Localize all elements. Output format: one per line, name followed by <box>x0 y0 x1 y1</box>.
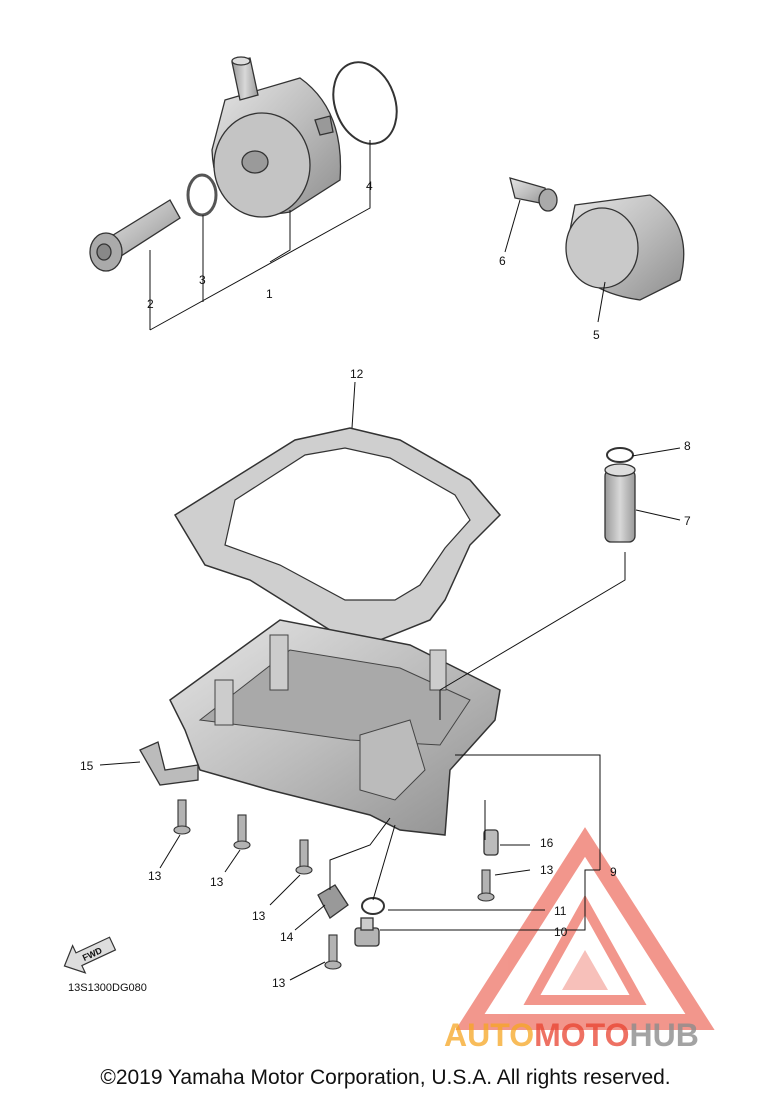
callout-5: 5 <box>593 328 600 342</box>
fitting-part <box>509 177 558 212</box>
washer-part <box>186 173 218 217</box>
oil-cooler-part <box>211 56 342 218</box>
callout-13b: 13 <box>210 875 224 889</box>
copyright-notice: ©2019 Yamaha Motor Corporation, U.S.A. A… <box>100 1066 671 1089</box>
bolt-parts <box>173 799 495 970</box>
callout-15: 15 <box>80 759 94 773</box>
callout-13d: 13 <box>540 863 554 877</box>
callout-labels: 1 2 3 4 5 6 7 8 9 10 11 12 13 13 13 13 1… <box>80 179 691 990</box>
small-o-ring-part <box>606 447 634 463</box>
oil-filter-part <box>565 194 685 301</box>
callout-8: 8 <box>684 439 691 453</box>
callout-3: 3 <box>199 273 206 287</box>
strainer-part <box>604 463 636 543</box>
drain-bolt-part <box>354 917 380 947</box>
o-ring-part <box>332 61 398 145</box>
union-bolt-part <box>89 199 181 272</box>
watermark-part3: HUB <box>629 1017 698 1053</box>
oil-pan-part <box>169 619 501 836</box>
drawing-code: 13S1300DG080 <box>68 982 147 994</box>
watermark-part1: AUTO <box>444 1017 534 1053</box>
callout-4: 4 <box>366 179 373 193</box>
fwd-arrow-icon: FWD <box>63 936 117 974</box>
clip-part <box>483 829 499 856</box>
callout-6: 6 <box>499 254 506 268</box>
callout-12: 12 <box>350 367 364 381</box>
drain-washer-part <box>361 897 385 915</box>
sensor-part <box>317 884 349 919</box>
callout-2: 2 <box>147 297 154 311</box>
callout-11: 11 <box>554 904 567 918</box>
callout-1: 1 <box>266 287 273 301</box>
bracket-part <box>139 741 199 786</box>
watermark-part2: MOTO <box>534 1017 629 1053</box>
gasket-part <box>173 427 502 641</box>
callout-13e: 13 <box>272 976 286 990</box>
callout-13c: 13 <box>252 909 266 923</box>
callout-7: 7 <box>684 514 691 528</box>
svg-text:AUTOMOTOHUB: AUTOMOTOHUB <box>444 1017 699 1053</box>
callout-9: 9 <box>610 865 617 879</box>
watermark-logo <box>455 827 715 1030</box>
callout-16: 16 <box>540 836 554 850</box>
callout-13a: 13 <box>148 869 162 883</box>
callout-10: 10 <box>554 925 568 939</box>
leader-lines <box>99 140 681 981</box>
watermark-text: AUTOMOTOHUB <box>444 1017 699 1053</box>
callout-14: 14 <box>280 930 294 944</box>
